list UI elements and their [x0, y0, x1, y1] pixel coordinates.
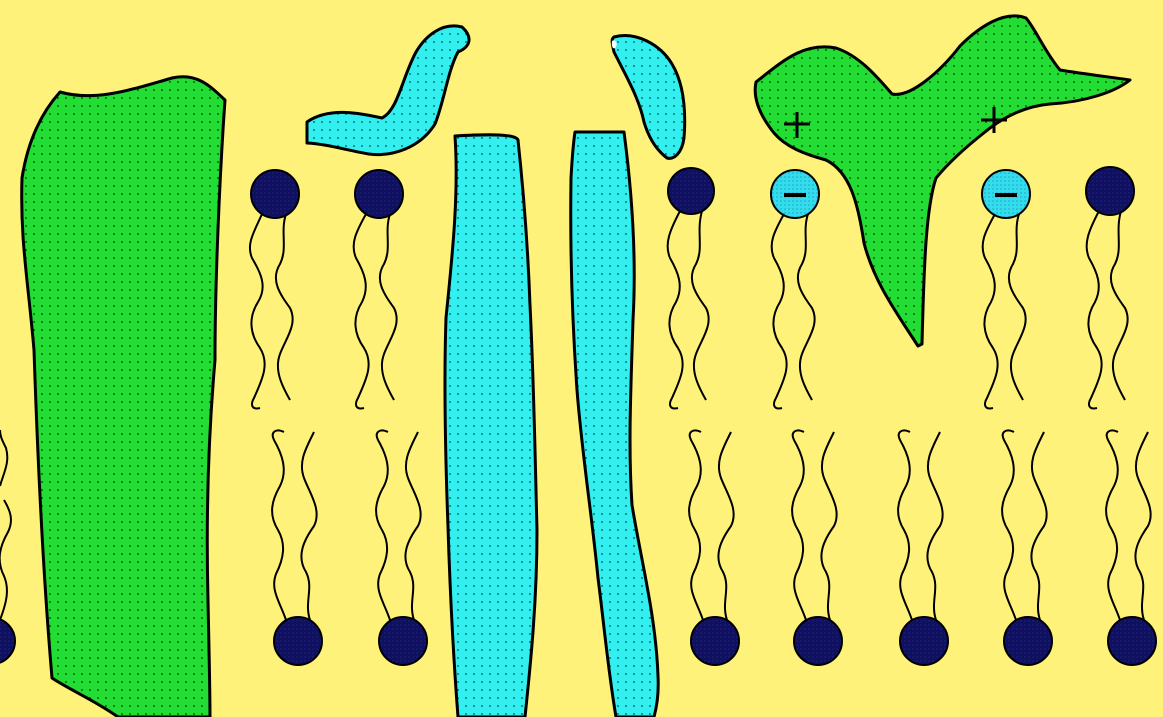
phospholipid-head [668, 168, 714, 214]
cyan-protein-channel-left [445, 135, 537, 717]
phospholipid-head [355, 170, 403, 218]
phospholipid-head [251, 170, 299, 218]
phospholipid-head [1004, 617, 1052, 665]
phospholipid-head [1108, 617, 1156, 665]
phospholipid-head [900, 617, 948, 665]
phospholipid-head [691, 617, 739, 665]
phospholipid-head [794, 617, 842, 665]
phospholipid-head [1086, 167, 1134, 215]
phospholipid-head [379, 617, 427, 665]
green-protein-large [22, 77, 225, 717]
phospholipid-head [274, 617, 322, 665]
